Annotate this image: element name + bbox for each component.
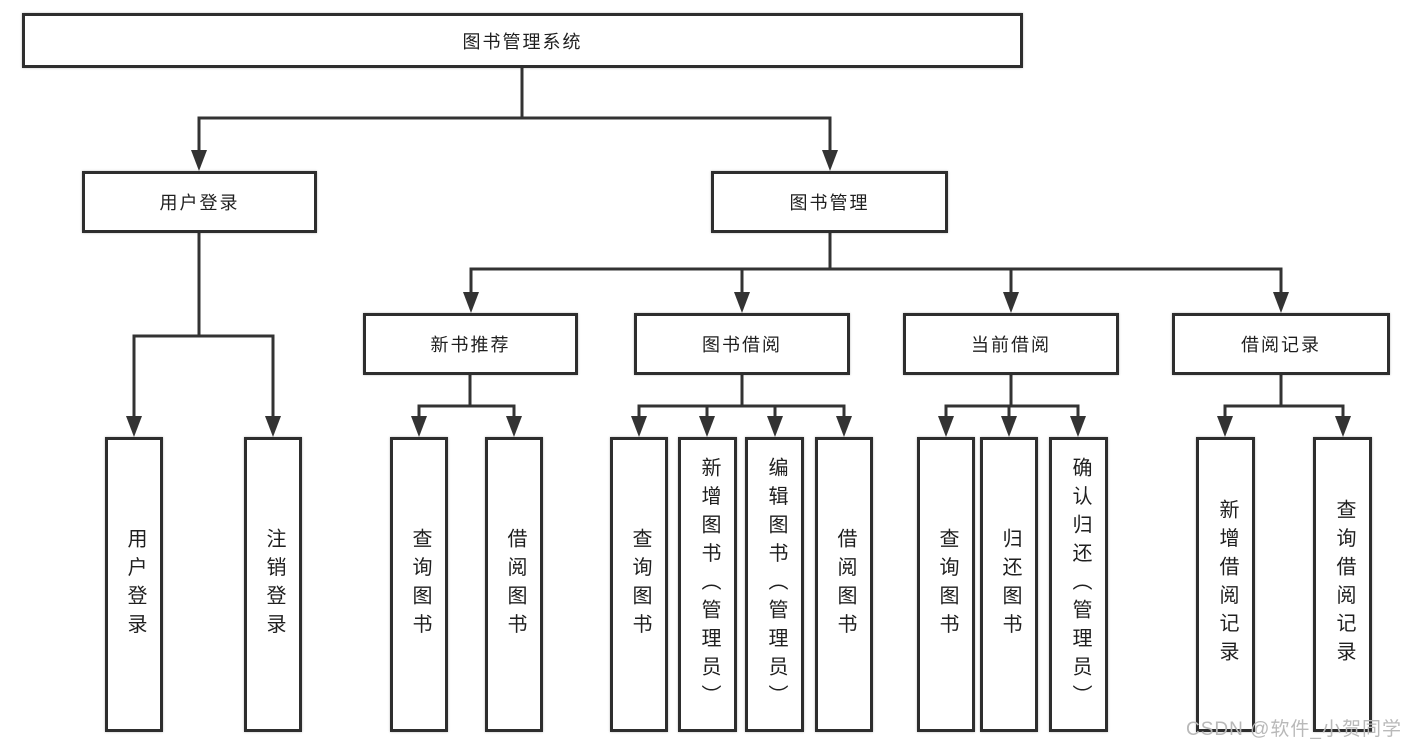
- node-leaf-query-books-current: 查询图书: [917, 437, 975, 732]
- node-current-borrowing-label: 当前借阅: [971, 335, 1051, 355]
- node-new-book-recommend-label: 新书推荐: [430, 335, 511, 355]
- node-leaf-borrow-books-borrowing: 借阅图书: [815, 437, 873, 732]
- node-new-book-recommend: 新书推荐: [363, 313, 578, 375]
- node-root: 图书管理系统: [22, 13, 1023, 68]
- node-root-label: 图书管理系统: [462, 31, 583, 52]
- node-book-management: 图书管理: [711, 171, 948, 233]
- csdn-watermark: CSDN @软件_小贺同学: [1186, 719, 1402, 740]
- node-leaf-query-books-borrowing: 查询图书: [610, 437, 668, 732]
- node-user-login-label: 用户登录: [159, 193, 240, 213]
- node-leaf-query-borrow-record: 查询借阅记录: [1313, 437, 1372, 732]
- node-user-login: 用户登录: [82, 171, 317, 233]
- node-book-borrowing-label: 图书借阅: [702, 335, 782, 355]
- node-leaf-logout: 注销登录: [244, 437, 302, 732]
- node-book-management-label: 图书管理: [789, 193, 870, 213]
- node-leaf-borrow-books-recommend: 借阅图书: [485, 437, 543, 732]
- node-leaf-confirm-return-admin: 确认归还（管理员）: [1049, 437, 1108, 732]
- node-leaf-edit-books-admin: 编辑图书（管理员）: [745, 437, 804, 732]
- node-leaf-return-books: 归还图书: [980, 437, 1038, 732]
- node-leaf-add-books-admin: 新增图书（管理员）: [678, 437, 737, 732]
- node-borrowing-records: 借阅记录: [1172, 313, 1390, 375]
- node-leaf-user-login: 用户登录: [105, 437, 163, 732]
- node-borrowing-records-label: 借阅记录: [1241, 335, 1321, 355]
- node-current-borrowing: 当前借阅: [903, 313, 1119, 375]
- node-leaf-query-books-recommend: 查询图书: [390, 437, 448, 732]
- node-leaf-add-borrow-record: 新增借阅记录: [1196, 437, 1255, 732]
- node-book-borrowing: 图书借阅: [634, 313, 850, 375]
